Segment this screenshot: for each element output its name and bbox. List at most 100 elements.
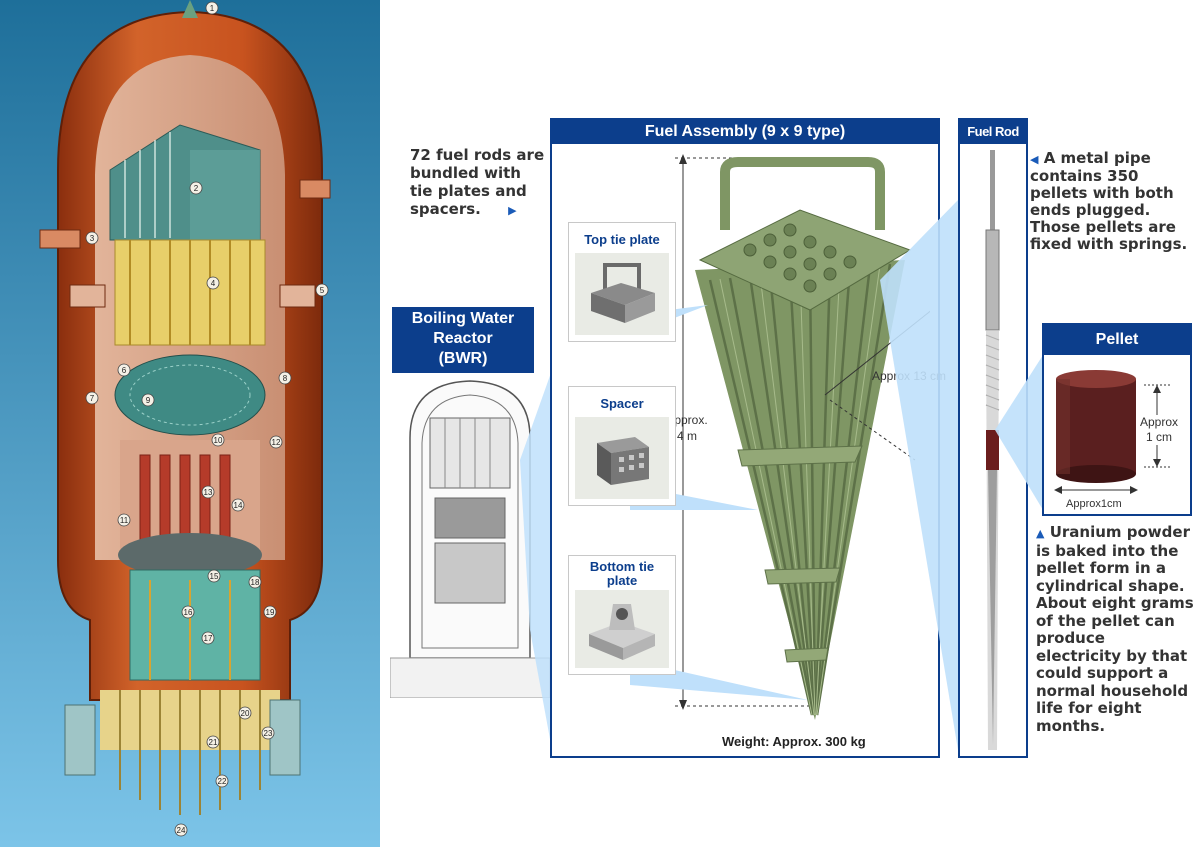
top-tie-plate-callout: Top tie plate: [568, 222, 676, 342]
part-tag-number: 23: [264, 729, 273, 738]
height-label-line: Approx.: [666, 413, 708, 427]
part-tag-number: 1: [210, 4, 215, 13]
part-tag-circle: [238, 706, 252, 720]
part-tag-circle: [263, 605, 277, 619]
spacer-title: Spacer: [569, 397, 675, 411]
fuel-rod-line: Those pellets are: [1030, 218, 1176, 236]
pellet-line: is baked into the: [1036, 541, 1179, 560]
pellet-width-label: Approx1cm: [1066, 498, 1122, 510]
part-tag-circle: [261, 726, 275, 740]
part-tag-circle: [201, 485, 215, 499]
part-tag-number: 10: [214, 436, 223, 445]
part-tag-number: 18: [251, 578, 260, 587]
assembly-height-label: Approx. 4 m: [662, 412, 712, 444]
bottom-tie-plate-title: Bottom tie plate: [569, 560, 675, 588]
part-tag-circle: [181, 605, 195, 619]
bwr-label-line: Reactor: [433, 330, 493, 347]
part-tag-number: 4: [211, 279, 216, 288]
top-tie-plate-title: Top tie plate: [569, 233, 675, 247]
part-tag-circle: [117, 513, 131, 527]
part-tag-circle: [206, 276, 220, 290]
part-tag-number: 19: [266, 608, 275, 617]
part-tag-circle: [211, 433, 225, 447]
spacer-photo: [575, 417, 669, 499]
part-tag-circle: [278, 371, 292, 385]
part-tag-circle: [207, 569, 221, 583]
bwr-label: Boiling Water Reactor (BWR): [392, 307, 534, 373]
callout-title-line: plate: [606, 573, 638, 588]
part-tag-circle: [85, 391, 99, 405]
callout-title-line: Bottom tie: [589, 559, 655, 574]
bwr-label-line: (BWR): [438, 350, 488, 367]
fuel-assembly-title: Fuel Assembly (9 x 9 type): [552, 120, 938, 144]
top-tie-plate-photo: [575, 253, 669, 335]
part-tag-number: 12: [272, 438, 281, 447]
bwr-zoom-wedge: [520, 370, 552, 750]
part-tag-circle: [248, 575, 262, 589]
part-tag-circle: [117, 363, 131, 377]
part-tag-number: 14: [234, 501, 243, 510]
part-tag-number: 5: [320, 286, 325, 295]
part-tag-circle: [141, 393, 155, 407]
part-tag-number: 17: [204, 634, 213, 643]
pellet-line: could support a: [1036, 664, 1169, 682]
part-tag-circle: [315, 283, 329, 297]
part-tag-number: 21: [209, 738, 218, 747]
pellet-height-line: 1 cm: [1146, 430, 1173, 444]
part-tag-number: 6: [122, 366, 127, 375]
part-tag-circle: [189, 181, 203, 195]
fuel-rod-line: pellets with both: [1030, 184, 1174, 202]
bottom-tie-plate-callout: Bottom tie plate: [568, 555, 676, 675]
fuel-rod-line: fixed with springs.: [1030, 235, 1188, 253]
pellet-line: of the pellet can: [1036, 611, 1175, 630]
arrow-right-icon: ▶: [508, 204, 517, 217]
part-tag-circle: [205, 1, 219, 15]
fuel-rod-line: contains 350: [1030, 167, 1139, 185]
part-tag-number: 3: [90, 234, 95, 243]
part-tag-circle: [85, 231, 99, 245]
part-tag-number: 2: [194, 184, 199, 193]
assembly-rod-wedge: [880, 200, 958, 750]
arrow-up-icon: ▲: [1036, 527, 1045, 540]
rod-pellet-wedge: [995, 355, 1043, 510]
part-tag-number: 16: [184, 608, 193, 617]
height-label-line: 4 m: [676, 429, 697, 443]
part-tag-circle: [231, 498, 245, 512]
intro-line: spacers. ▶: [410, 200, 517, 218]
fuel-rod-description: ◀ A metal pipe contains 350 pellets with…: [1030, 150, 1200, 253]
pellet-line: months.: [1036, 716, 1106, 735]
part-tag-circle: [215, 774, 229, 788]
pellet-title: Pellet: [1044, 325, 1190, 355]
pellet-line: produce: [1036, 629, 1105, 647]
fuel-rod-title: Fuel Rod: [960, 120, 1026, 144]
part-tag-number: 20: [241, 709, 250, 718]
fuel-rod-line: ends plugged.: [1030, 201, 1151, 219]
part-tag-circle: [174, 823, 188, 837]
pellet-line: ▲ Uranium powder: [1036, 523, 1190, 541]
fuel-rod-line: ◀ A metal pipe: [1030, 149, 1151, 167]
bottom-tie-plate-image: [589, 604, 655, 660]
pellet-line: normal household: [1036, 681, 1189, 700]
part-tag-circle: [269, 435, 283, 449]
pellet-height-line: Approx: [1140, 415, 1179, 429]
intro-line: bundled with: [410, 164, 521, 182]
part-tag-number: 7: [90, 394, 95, 403]
part-tag-number: 22: [218, 777, 227, 786]
pellet-line: life for eight: [1036, 699, 1142, 717]
pellet-line: About eight grams: [1036, 594, 1194, 612]
arrow-left-icon: ◀: [1030, 153, 1039, 166]
bwr-vessel-sketch: [390, 380, 550, 698]
part-tag-circle: [206, 735, 220, 749]
pellet-line: electricity by that: [1036, 646, 1188, 665]
spacer-callout: Spacer: [568, 386, 676, 506]
top-tie-plate-image: [591, 263, 655, 323]
pellet-height-label: Approx 1 cm: [1140, 415, 1179, 445]
spacer-image: [597, 437, 649, 485]
intro-text: 72 fuel rods are bundled with tie plates…: [410, 146, 550, 220]
part-tag-circle: [201, 631, 215, 645]
part-tag-number: 11: [120, 516, 129, 525]
part-tag-number: 24: [177, 826, 186, 835]
pellet-illustration: [1054, 370, 1170, 494]
